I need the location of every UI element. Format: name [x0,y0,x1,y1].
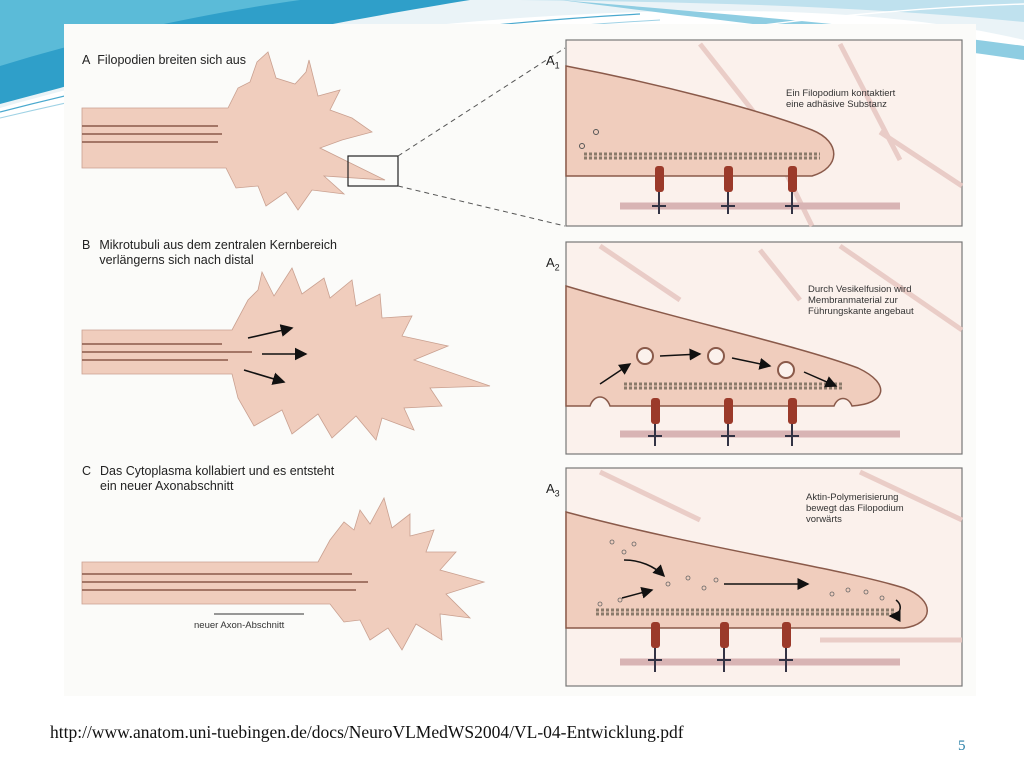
panel-a2 [565,241,964,455]
zoom-box [347,155,399,187]
stage-c-text: Das Cytoplasma kollabiert und es entsteh… [100,464,335,493]
stage-a-heading: A Filopodien breiten sich aus [82,38,246,68]
panel-a3-caption: Aktin-Polymerisierung bewegt das Filopod… [806,492,904,525]
axon-segment-label: neuer Axon-Abschnitt [194,620,285,631]
panel-a1-caption: Ein Filopodium kontaktiert eine adhäsive… [786,88,896,110]
panel-a1-index: 1 [554,60,560,71]
figure-graphics [81,39,964,687]
panel-a2-caption: Durch Vesikelfusion wird Membranmaterial… [808,284,914,317]
growth-cone-figure: A Filopodien breiten sich aus B Mikrotub… [64,24,976,696]
panel-a3-index: 3 [554,488,560,499]
stage-b-growth-cone [81,267,491,441]
stage-b-text: Mikrotubuli aus dem zentralen Kernbereic… [99,238,337,267]
panel-a1 [565,39,964,228]
stage-a-letter: A [82,53,91,67]
stage-c-growth-cone [81,496,486,651]
stage-b-letter: B [82,238,91,252]
panel-a2-tag: A2 [546,240,560,276]
panel-a1-letter: A [546,53,555,68]
source-link[interactable]: http://www.anatom.uni-tuebingen.de/docs/… [50,722,684,742]
stage-a-growth-cone [81,47,566,227]
panel-a1-tag: A1 [546,38,560,74]
stage-a-text: Filopodien breiten sich aus [97,53,246,67]
panel-a2-index: 2 [554,262,560,273]
panel-a3-tag: A3 [546,466,560,502]
stage-b-heading: B Mikrotubuli aus dem zentralen Kernbere… [82,238,337,268]
stage-c-heading: C Das Cytoplasma kollabiert und es entst… [82,464,334,494]
page-number: 5 [958,738,966,754]
panel-a2-letter: A [546,255,555,270]
panel-a3 [565,467,964,687]
panel-a3-letter: A [546,481,555,496]
stage-c-letter: C [82,464,92,478]
